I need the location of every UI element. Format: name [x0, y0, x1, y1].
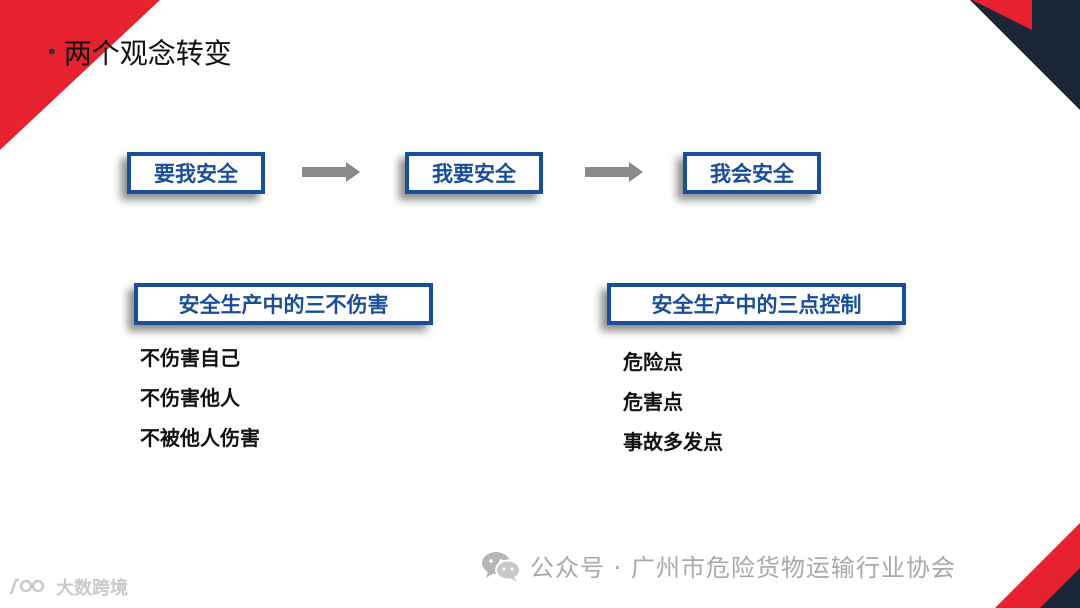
list-three-point-control: 危险点 危害点 事故多发点: [623, 342, 723, 462]
corner-decoration-bottom-right-navy: [1040, 568, 1080, 608]
list-item: 不伤害他人: [140, 386, 240, 410]
list-three-no-harm: 不伤害自己 不伤害他人 不被他人伤害: [140, 338, 260, 458]
corner-decoration-top-right-red: [972, 0, 1032, 30]
corner-decoration-top-left: [0, 0, 160, 150]
concept-box-2: 我要安全: [405, 152, 543, 194]
wechat-watermark: 公众号 · 广州市危险货物运输行业协会: [480, 548, 956, 583]
list-item: 不被他人伤害: [140, 426, 260, 450]
arrow-right-icon: [585, 162, 643, 182]
list-item: 不伤害自己: [140, 346, 240, 370]
list-item: 危险点: [623, 350, 683, 374]
concept-box-3: 我会安全: [683, 152, 821, 194]
list-item: 危害点: [623, 390, 683, 414]
brand-watermark-text: 大数跨境: [56, 578, 128, 599]
section-heading-right: 安全生产中的三点控制: [607, 283, 906, 325]
brand-watermark: 大数跨境: [8, 574, 128, 600]
wechat-icon: [482, 551, 521, 582]
arrow-right-icon: [302, 162, 360, 182]
title-bullet: •: [48, 39, 56, 64]
wechat-watermark-text: 公众号 · 广州市危险货物运输行业协会: [530, 554, 956, 582]
section-heading-left: 安全生产中的三不伤害: [134, 283, 433, 325]
slide-title: 两个观念转变: [63, 37, 232, 70]
brand-logo-icon: [9, 578, 45, 595]
concept-box-1: 要我安全: [127, 152, 265, 194]
slide-title-row: • 两个观念转变: [48, 32, 232, 72]
list-item: 事故多发点: [623, 430, 723, 454]
